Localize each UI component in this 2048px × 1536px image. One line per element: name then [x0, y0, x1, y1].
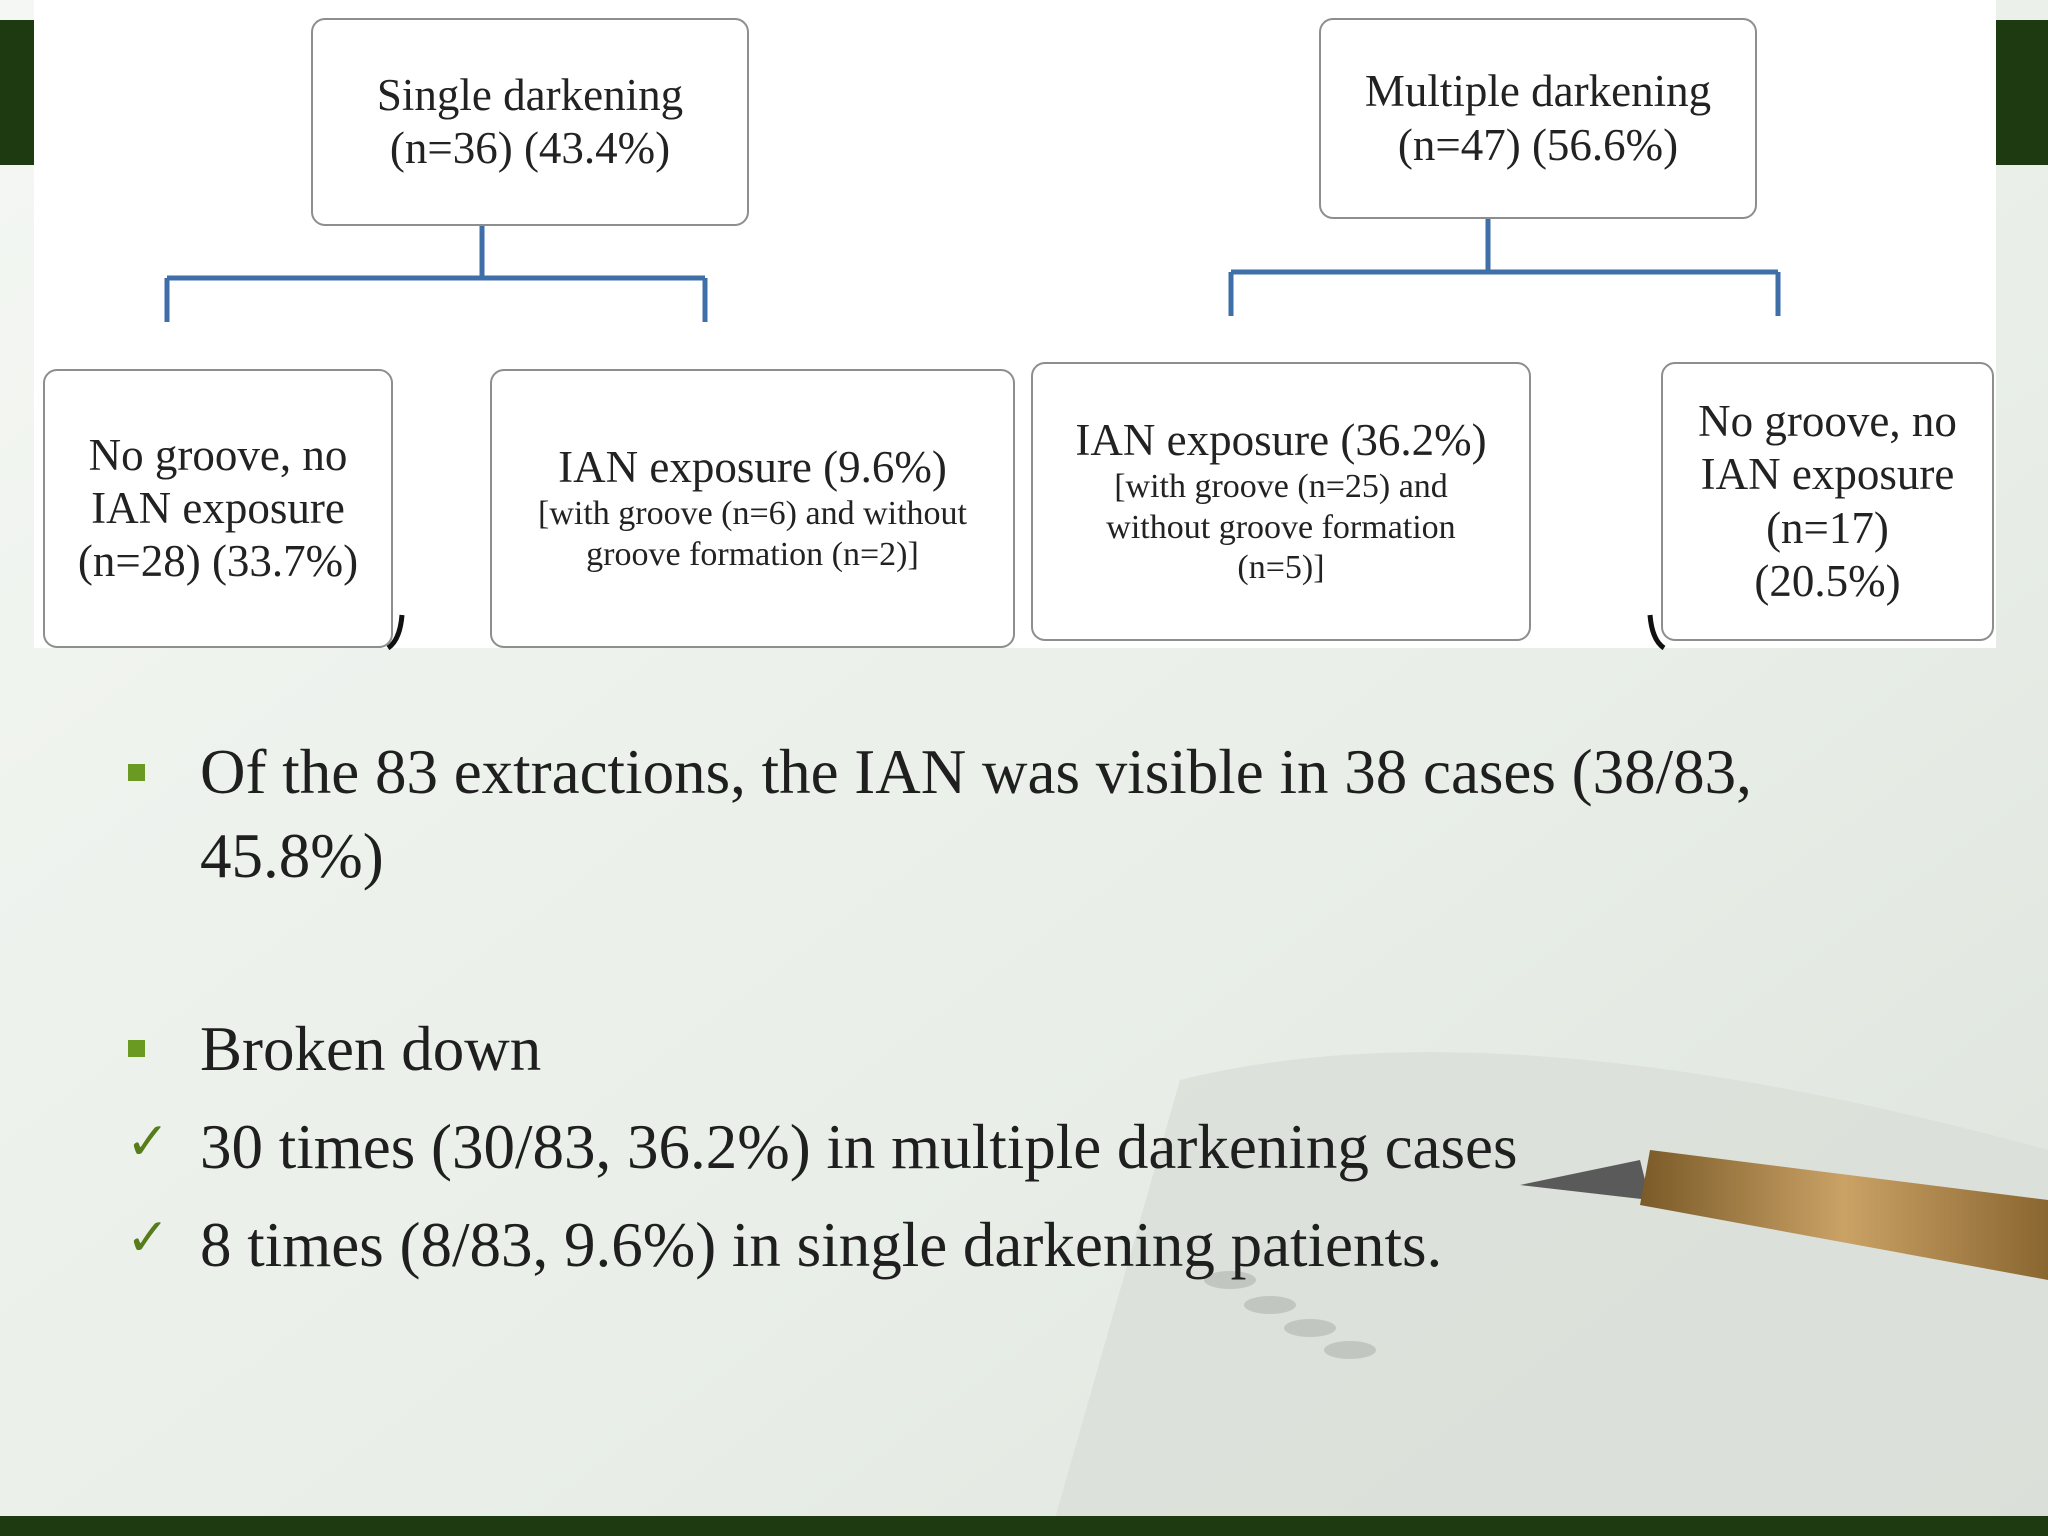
square-bullet-icon: [128, 1040, 145, 1057]
node-no-groove-single-line3: (n=28) (33.7%): [77, 536, 359, 587]
tree-connectors: [164, 218, 1781, 651]
node-single-darkening-line1: Single darkening: [376, 69, 684, 120]
check-item-multiple: 30 times (30/83, 36.2%) in multiple dark…: [200, 1112, 1518, 1182]
node-no-groove-multiple-line2: IAN exposure: [1700, 449, 1955, 500]
square-bullet-icon: [128, 764, 145, 781]
node-ian-exposure-multiple: IAN exposure (36.2%) [with groove (n=25)…: [1031, 362, 1531, 641]
node-ian-exposure-single-title: IAN exposure (9.6%): [558, 442, 947, 493]
node-ian-exposure-single-detail1: [with groove (n=6) and without: [538, 495, 967, 533]
node-ian-exposure-single-detail2: groove formation (n=2)]: [586, 536, 919, 574]
check-mark-icon: ✓: [126, 1208, 170, 1268]
check-item-single: 8 times (8/83, 9.6%) in single darkening…: [200, 1210, 1443, 1280]
node-no-groove-multiple-line1: No groove, no: [1698, 396, 1957, 447]
node-single-darkening-line2: (n=36) (43.4%): [389, 123, 671, 173]
node-ian-exposure-single: IAN exposure (9.6%) [with groove (n=6) a…: [490, 369, 1015, 648]
bullet-item-broken-down: Broken down: [200, 1014, 542, 1084]
frame-tab-left: [0, 20, 34, 165]
node-ian-exposure-multiple-detail1: [with groove (n=25) and: [1114, 467, 1448, 505]
node-no-groove-single: No groove, no IAN exposure (n=28) (33.7%…: [43, 369, 393, 648]
check-mark-icon: ✓: [126, 1112, 170, 1172]
frame-tab-right: [1996, 20, 2048, 165]
node-multiple-darkening-line1: Multiple darkening: [1364, 66, 1712, 117]
node-no-groove-multiple-line4: (20.5%): [1754, 555, 1901, 606]
node-no-groove-single-line1: No groove, no: [88, 429, 348, 480]
bullet-item-extractions-line2: 45.8%): [200, 821, 384, 891]
node-no-groove-single-line2: IAN exposure: [91, 482, 345, 533]
node-no-groove-multiple-line3: (n=17): [1766, 502, 1889, 553]
bullet-item-extractions-line1: Of the 83 extractions, the IAN was visib…: [200, 737, 1752, 807]
node-ian-exposure-multiple-title: IAN exposure (36.2%): [1075, 414, 1487, 465]
node-no-groove-multiple: No groove, no IAN exposure (n=17) (20.5%…: [1661, 362, 1994, 641]
node-multiple-darkening: Multiple darkening (n=47) (56.6%): [1319, 18, 1757, 219]
node-ian-exposure-multiple-detail3: (n=5)]: [1237, 549, 1325, 587]
node-single-darkening: Single darkening (n=36) (43.4%): [311, 18, 749, 226]
node-ian-exposure-multiple-detail2: without groove formation: [1106, 508, 1456, 546]
node-multiple-darkening-line2: (n=47) (56.6%): [1397, 119, 1679, 170]
